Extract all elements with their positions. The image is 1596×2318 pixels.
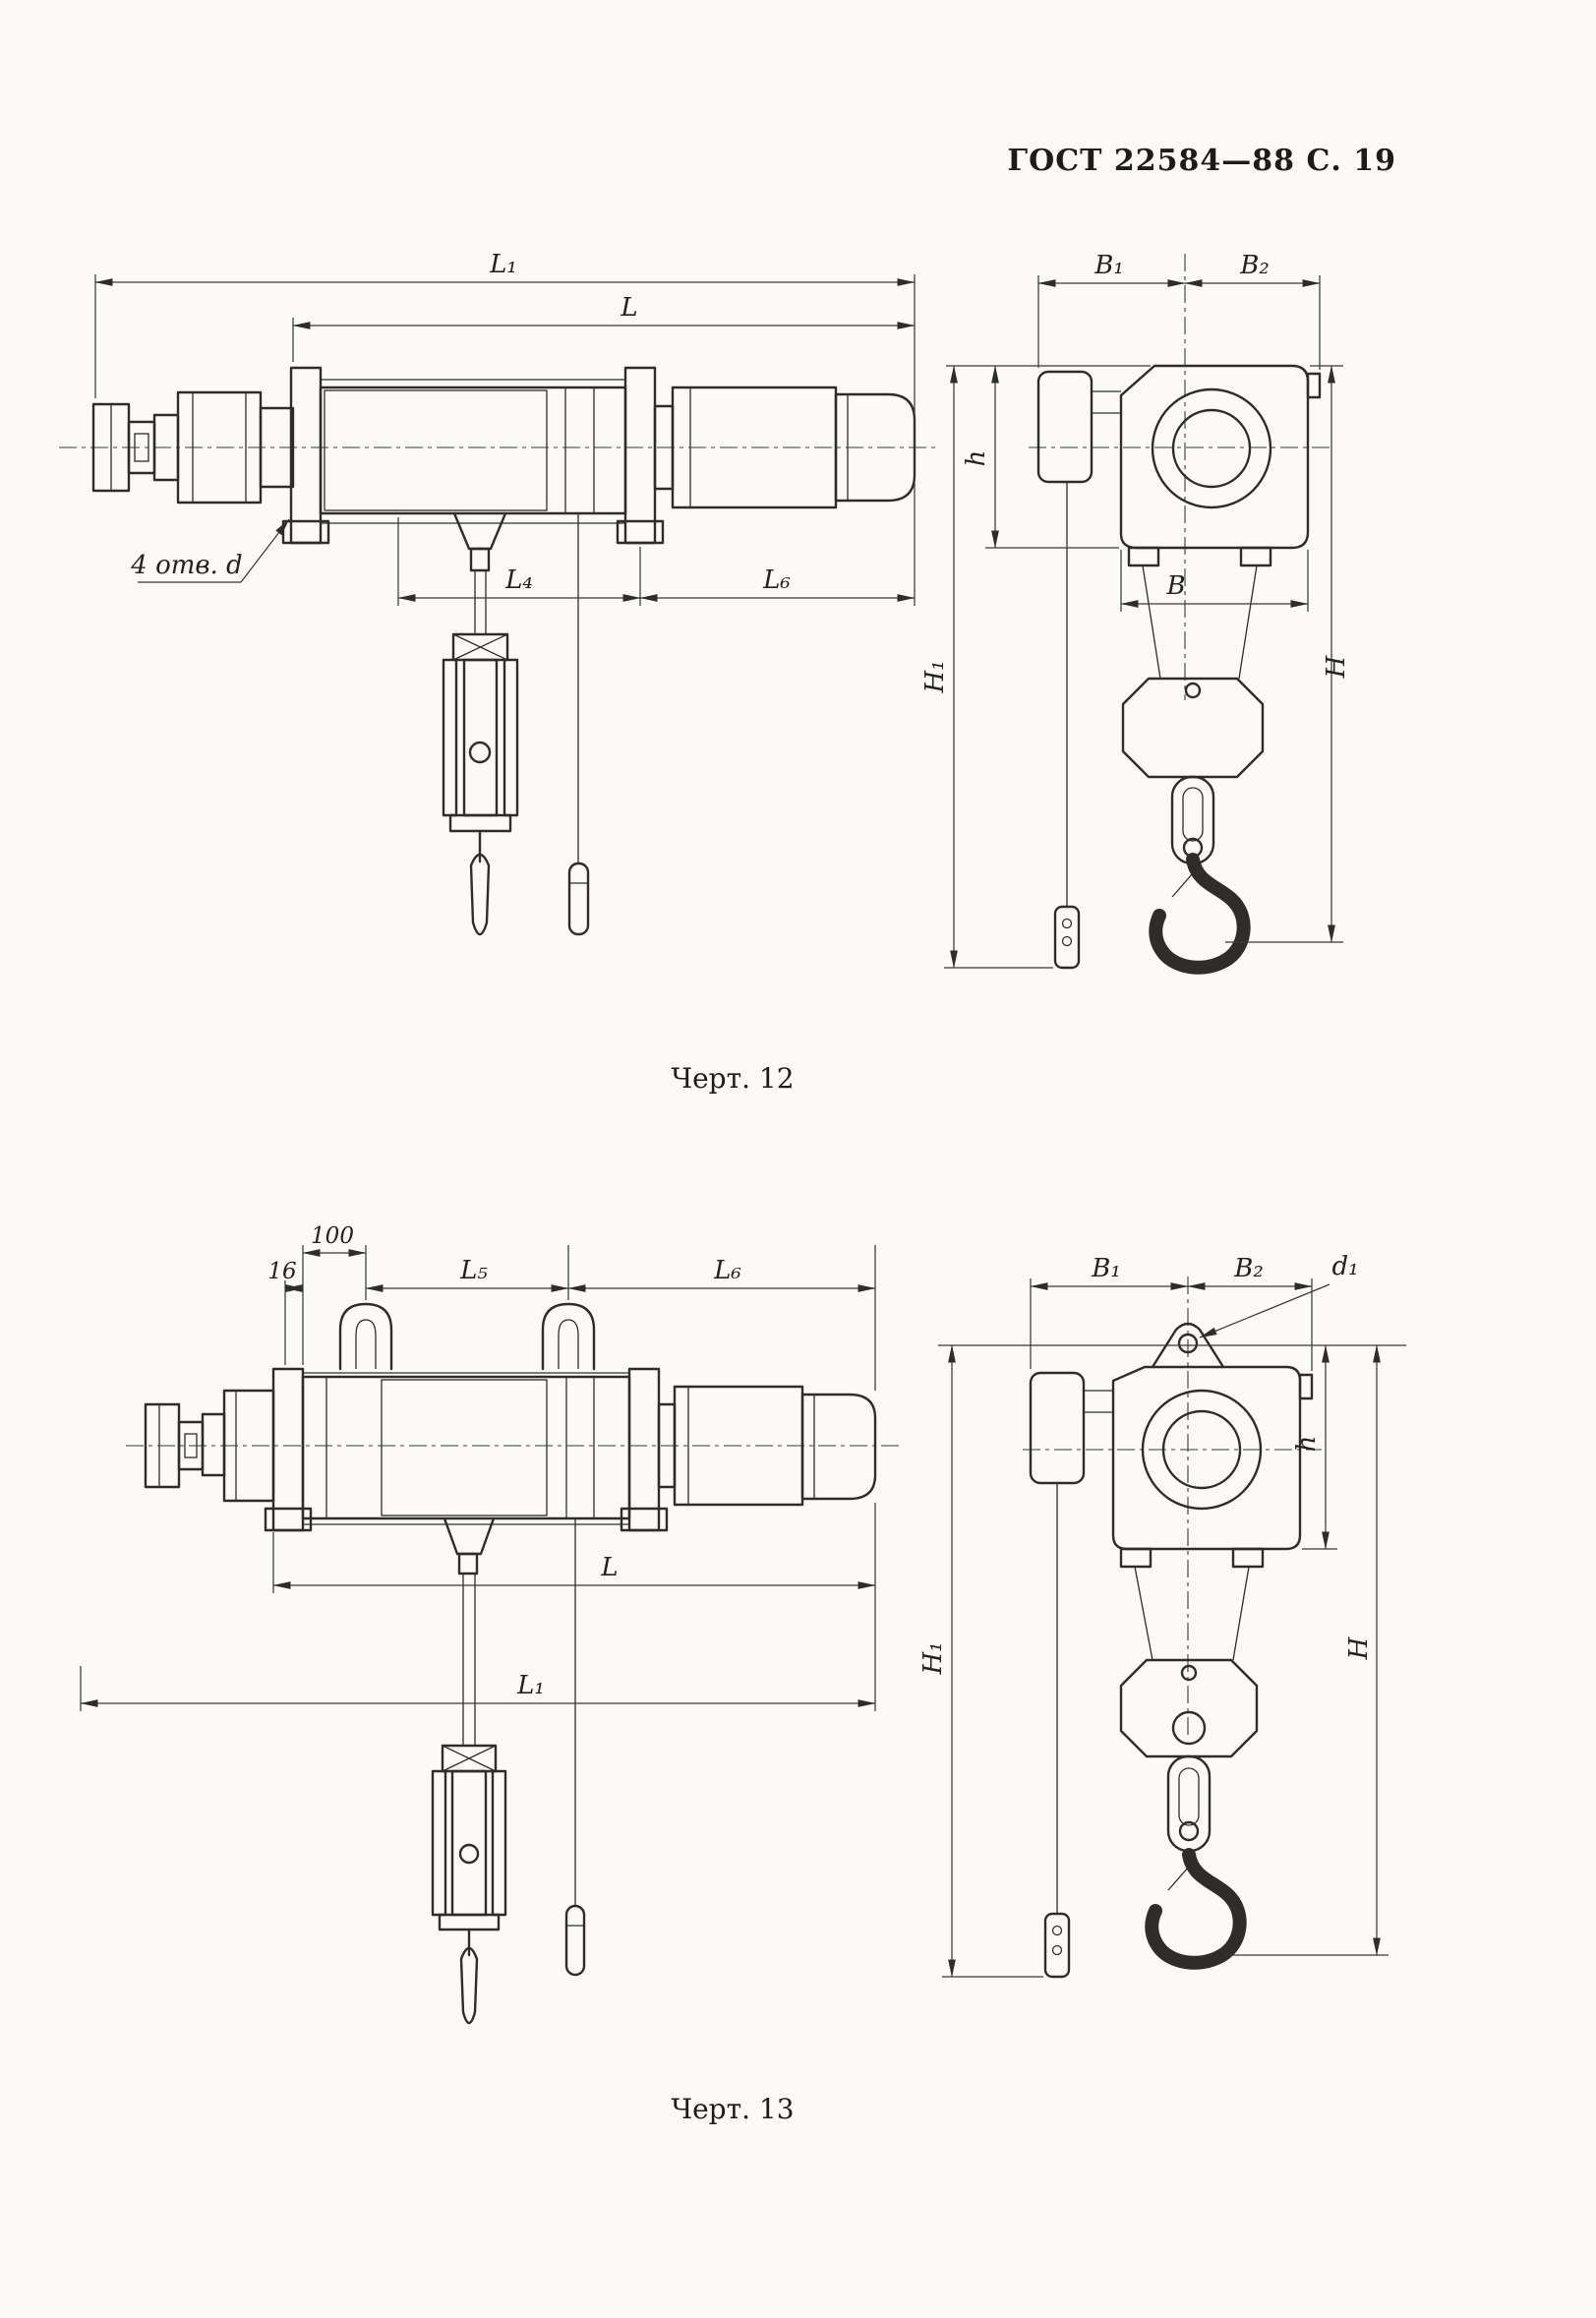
fig12-dim-label-h-big: H [1322,654,1351,679]
fig13-dim-label-l5: L₅ [459,1256,488,1285]
fig12-dim-label-l6: L₆ [762,565,791,595]
fig13-caption: Черт. 13 [671,2093,795,2125]
fig12-rope-guide [452,511,507,634]
fig12-end-view: B₁ B₂ h H₁ B H [920,251,1351,975]
fig12-drawing: L₁ L L₄ L₆ 4 отв. d [59,250,1351,975]
page-header-standard-number: ГОСТ 22584—88 С. 19 [1007,144,1396,178]
fig12-dim-label-b2: B₂ [1239,251,1270,280]
fig13-gear-housing [1111,1322,1314,1569]
fig12-hook-block-front [1121,565,1265,975]
fig13-pendant-control-front [1043,1483,1071,1979]
fig13-side-view: 100 16 L₅ L₆ L L₁ [80,1223,900,2025]
fig13-control-box [1029,1371,1113,1485]
fig12-holes-note: 4 отв. d [130,551,242,580]
fig13-left-motor [144,1389,275,1503]
fig12-drum-housing [281,366,665,545]
fig13-dim-label-16: 16 [267,1259,296,1284]
fig13-dim-label-d1: d₁ [1331,1252,1358,1281]
fig12-dim-label-l1: L₁ [489,250,517,279]
fig12-control-box [1036,370,1121,484]
fig12-dim-label-l: L [620,293,637,323]
fig12-caption: Черт. 12 [671,1062,795,1095]
fig13-right-motor [657,1385,877,1507]
fig12-side-dimensions: L₁ L L₄ L₆ 4 отв. d [94,250,916,606]
fig13-dim-label-b2: B₂ [1233,1254,1264,1283]
fig13-dim-label-h-big: H [1344,1635,1374,1660]
fig12-dim-label-b1: B₁ [1094,251,1124,280]
fig13-end-dimensions: B₁ B₂ d₁ H₁ h H [918,1252,1406,1978]
fig12-dim-label-b: B [1165,571,1185,601]
fig13-hook-block-side [431,1744,507,2025]
fig13-dim-label-b1: B₁ [1091,1254,1121,1283]
fig12-dim-label-h1: H₁ [920,660,950,693]
fig12-end-dimensions: B₁ B₂ h H₁ B H [920,251,1351,969]
fig13-rope-guide [443,1516,496,1746]
fig13-dim-label-l1: L₁ [516,1671,545,1700]
fig13-end-view: B₁ B₂ d₁ H₁ h H [918,1252,1406,1979]
fig13-hook-block-front [1119,1566,1259,1970]
fig13-dim-label-100: 100 [311,1223,354,1249]
fig13-hook [1145,1848,1247,1970]
fig12-pendant-control-side [567,513,590,936]
fig13-suspension-lugs [338,1302,596,1371]
fig12-gear-housing [1119,364,1322,567]
fig12-hook [1149,853,1251,975]
fig13-dim-label-l6: L₆ [713,1256,741,1285]
fig12-side-view: L₁ L L₄ L₆ 4 отв. d [59,250,936,936]
fig13-dim-label-h-small: h [1292,1436,1322,1453]
fig13-side-dimensions: 100 16 L₅ L₆ L L₁ [80,1223,876,1711]
fig12-pendant-control-front [1053,482,1081,970]
fig13-dim-label-h1: H₁ [918,1641,948,1675]
fig12-dim-label-l4: L₄ [504,565,533,595]
fig12-left-motor [91,390,295,505]
fig13-pendant-control-side [564,1518,586,1977]
fig13-drawing: 100 16 L₅ L₆ L L₁ [80,1223,1406,2025]
fig12-dim-label-h-small: h [962,450,991,467]
fig13-dim-label-l: L [600,1553,618,1582]
fig13-drum-housing [264,1367,669,1532]
fig12-hook-block-side [442,632,519,936]
